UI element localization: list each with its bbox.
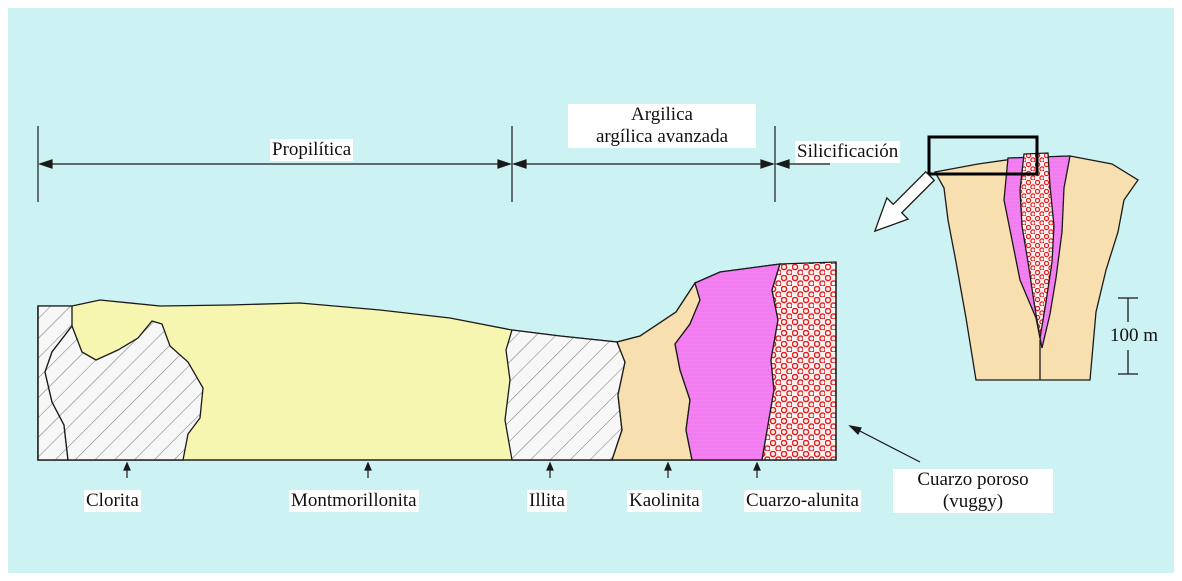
montmorillonite-label: Montmorillonita (289, 490, 419, 512)
quartz-alunite-label: Cuarzo-alunita (744, 490, 861, 512)
argillic-zone-label: Argilica argílica avanzada (568, 104, 756, 148)
argillic-label-line1: Argilica (570, 104, 754, 126)
propylitic-zone-label: Propilítica (270, 139, 353, 161)
argillic-label-line2: argílica avanzada (570, 126, 754, 148)
silicification-zone-label: Silicificación (795, 141, 900, 163)
vuggy-quartz-label: Cuarzo poroso (vuggy) (893, 469, 1053, 513)
illite-zone (505, 330, 625, 460)
scale-bar-label: 100 m (1110, 325, 1158, 347)
chlorite-label: Clorita (84, 490, 141, 512)
illite-label: Illita (527, 490, 567, 512)
vuggy-label-line2: (vuggy) (895, 491, 1051, 513)
vuggy-quartz-zone (762, 262, 836, 460)
vuggy-label-line1: Cuarzo poroso (895, 469, 1051, 491)
kaolinite-label: Kaolinita (627, 490, 702, 512)
